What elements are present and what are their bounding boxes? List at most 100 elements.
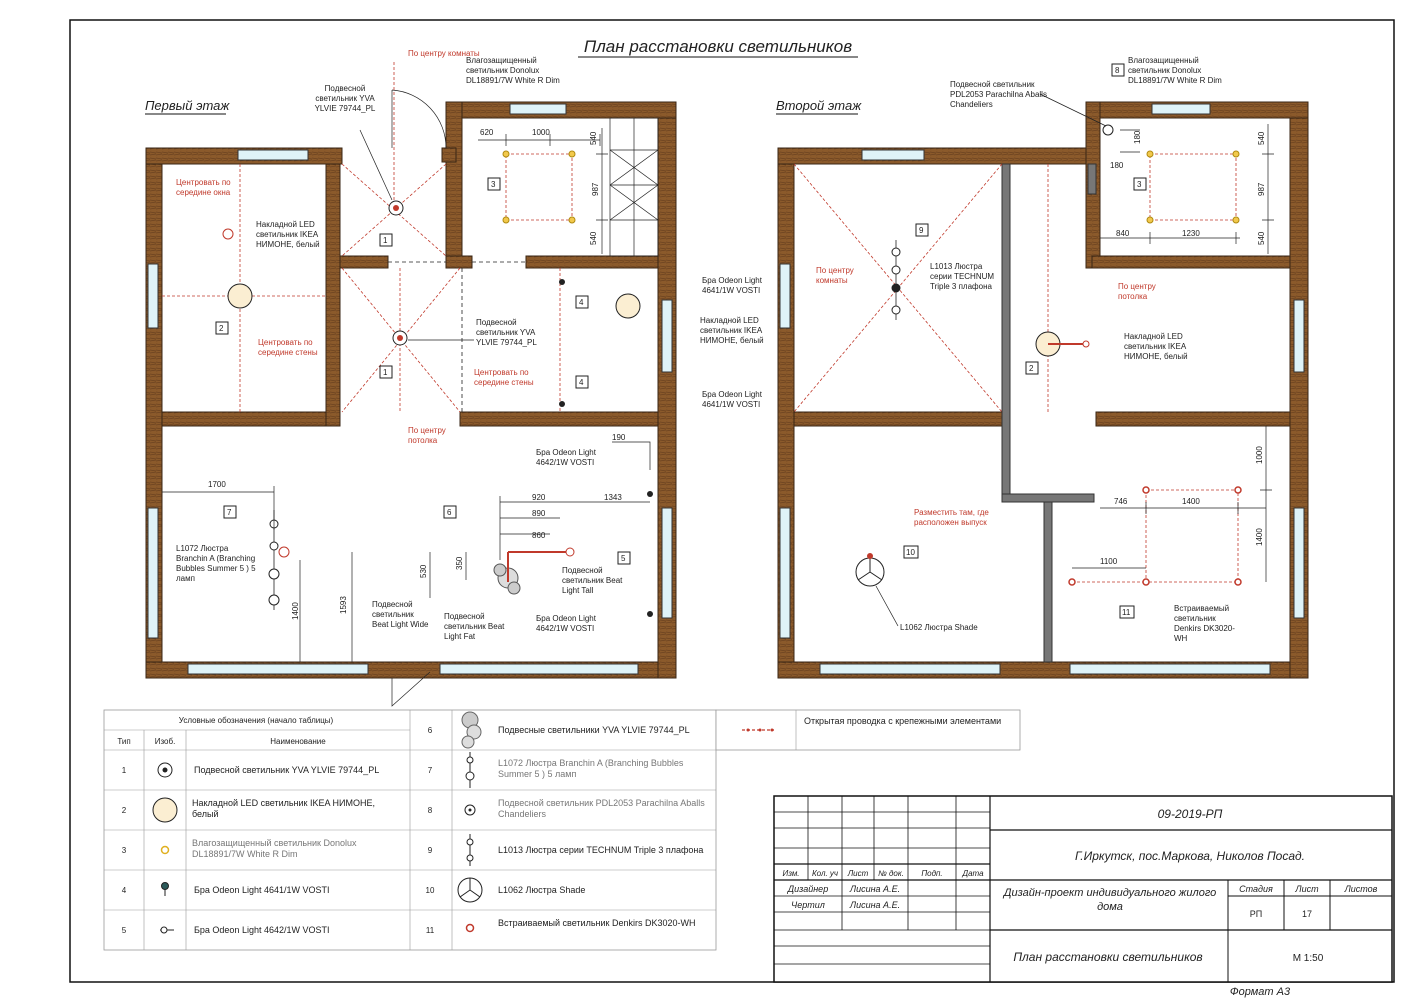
stamp-col-izm: Изм.: [782, 869, 799, 878]
f1-closet: [609, 117, 659, 257]
fixture-branchin-7: [268, 510, 280, 610]
dim2-1000: 1000: [1255, 446, 1264, 464]
label-moisture-f1: Влагозащищенный светильник Donolux DL188…: [466, 56, 560, 85]
label2-shade: L1062 Люстра Shade: [900, 623, 978, 632]
legend-h-img: Изоб.: [155, 737, 176, 746]
f2-partition-v: [1001, 163, 1011, 495]
stamp-designer-name: Лисина А.Е.: [849, 884, 900, 894]
drawing-title: План расстановки светильников: [584, 37, 852, 56]
f1-window-bottom2: [439, 663, 639, 675]
legend-icon-10: [457, 877, 483, 903]
dim2-540a: 540: [1257, 131, 1266, 145]
legend-name-10: L1062 Люстра Shade: [498, 885, 585, 895]
dim-540a: 540: [589, 131, 598, 145]
f1-wall-hall-top: [339, 255, 389, 269]
floor2-label: Второй этаж: [776, 98, 862, 113]
f2-dimension-lines: [1072, 124, 1274, 582]
f2-wall-mid-left: [793, 411, 1003, 427]
svg-text:1: 1: [383, 368, 388, 377]
fixture-target-2: [278, 546, 290, 558]
svg-text:4: 4: [579, 298, 584, 307]
note2-outlet: Разместить там, где расположен выпуск: [914, 508, 989, 527]
f1-markers: 1 2 3 4 1 4 5 6 7: [215, 177, 631, 565]
label-led-right: Накладной LED светильник IKEA НИМОНЕ, бе…: [700, 316, 764, 345]
dim2-840: 840: [1116, 229, 1130, 238]
stamp-col-sign: Подп.: [921, 869, 942, 878]
note2-ceiling-center: По центру потолка: [1118, 282, 1156, 301]
svg-text:10: 10: [906, 548, 915, 557]
f2-window-bottom2: [1069, 663, 1271, 675]
label-pendant-top: Подвесной светильник YVA YLVIE 79744_PL: [315, 84, 376, 113]
stamp-code: 09-2019-РП: [1158, 807, 1223, 821]
legend-icon-6: [461, 711, 482, 749]
legend-name-4: Бра Odeon Light 4641/1W VOSTI: [194, 885, 329, 895]
floor1-plan: 620 1000 540 987 540 1700 920 1343 890 8…: [145, 49, 764, 707]
dim2-540b: 540: [1257, 231, 1266, 245]
stamp-stage-h: Стадия: [1239, 884, 1273, 894]
dim2-1400b: 1400: [1255, 528, 1264, 546]
fixture-parachilna-8: [1102, 124, 1114, 136]
stamp-drafter-role: Чертил: [791, 900, 825, 910]
dim-1343: 1343: [604, 493, 622, 502]
svg-text:5: 5: [621, 554, 626, 563]
label2-denkirs: Встраиваемый светильник Denkirs DK3020-W…: [1174, 604, 1235, 643]
floor2-plan: 180 180 540 987 540 840 1230 1000 746 14…: [777, 56, 1309, 679]
svg-text:2: 2: [1029, 364, 1034, 373]
legend-type-7: 7: [428, 766, 433, 775]
dim-530: 530: [419, 564, 428, 578]
f1-wall-bath-left: [445, 101, 463, 269]
legend-name-8: Подвесной светильник PDL2053 Parachilna …: [498, 798, 705, 819]
f1-bath-grid: [505, 153, 573, 221]
note-ceiling-center: По центру потолка: [408, 426, 446, 445]
stamp-col-kol: Кол. уч: [812, 869, 838, 878]
f1-window-bottom: [187, 663, 369, 675]
fixture-beat-6: [493, 547, 575, 595]
f2-window-left: [779, 263, 791, 329]
legend-type-4: 4: [122, 886, 127, 895]
stamp-drafter-name: Лисина А.Е.: [849, 900, 900, 910]
sheet-frame: [69, 19, 1395, 983]
dim2-1400a: 1400: [1182, 497, 1200, 506]
label-beat-fat: Подвесной светильник Beat Light Fat: [444, 612, 504, 641]
f1-window-left2: [147, 507, 159, 639]
f1-room-diagonals: [341, 163, 461, 413]
fixture-bra-4a: [559, 279, 565, 285]
legend-table: Условные обозначения (начало таблицы) Ти…: [103, 709, 717, 951]
f2-window-right: [1293, 299, 1305, 373]
dim-1700: 1700: [208, 480, 226, 489]
legend-type-1: 1: [122, 766, 127, 775]
f2-window-left2: [779, 507, 791, 639]
stamp-project: Дизайн-проект индивидуального жилого дом…: [1004, 887, 1217, 913]
f2-wall-top: [777, 147, 1093, 165]
legend-name-11: Встраиваемый светильник Denkirs DK3020-W…: [498, 918, 695, 928]
stamp-scale: М 1:50: [1293, 953, 1324, 964]
dim-540b: 540: [589, 231, 598, 245]
f2-wall-hall: [1091, 255, 1291, 269]
svg-text:11: 11: [1122, 608, 1131, 617]
f1-dimension-lines: [162, 128, 651, 662]
dim2-180b: 180: [1110, 161, 1124, 170]
label-beat-wide: Подвесной светильник Beat Light Wide: [372, 600, 428, 629]
legend-icon-7: [465, 752, 475, 788]
fixture-moisture-f2: [1146, 150, 1240, 224]
legend-type-11: 11: [426, 926, 435, 935]
svg-text:7: 7: [227, 508, 232, 517]
dim-1400: 1400: [291, 602, 300, 620]
f1-wall-stub: [441, 147, 457, 163]
label2-technum: L1013 Люстра серии TECHNUM Triple 3 плаф…: [930, 262, 994, 291]
label-pendant-mid: Подвесной светильник YVA YLVIE 79744_PL: [476, 318, 537, 347]
legend-type-2: 2: [122, 806, 127, 815]
f2-partition-bath: [1087, 163, 1097, 195]
stamp-location: Г.Иркутск, пос.Маркова, Николов Посад.: [1075, 849, 1305, 863]
f2-bath-grid: [1149, 153, 1237, 221]
f1-wall-inner-b: [325, 163, 341, 427]
fixture-led-right: [615, 293, 641, 319]
svg-text:6: 6: [447, 508, 452, 517]
note-center-room: По центру комнаты: [408, 49, 480, 58]
svg-text:1: 1: [383, 236, 388, 245]
legend-name-2: Накладной LED светильник IKEA НИМОНЕ, бе…: [192, 798, 375, 819]
f2-window-bottom: [819, 663, 1001, 675]
label-bra-mid: Бра Odeon Light 4641/1W VOSTI: [702, 390, 762, 409]
dim-1593: 1593: [339, 596, 348, 614]
